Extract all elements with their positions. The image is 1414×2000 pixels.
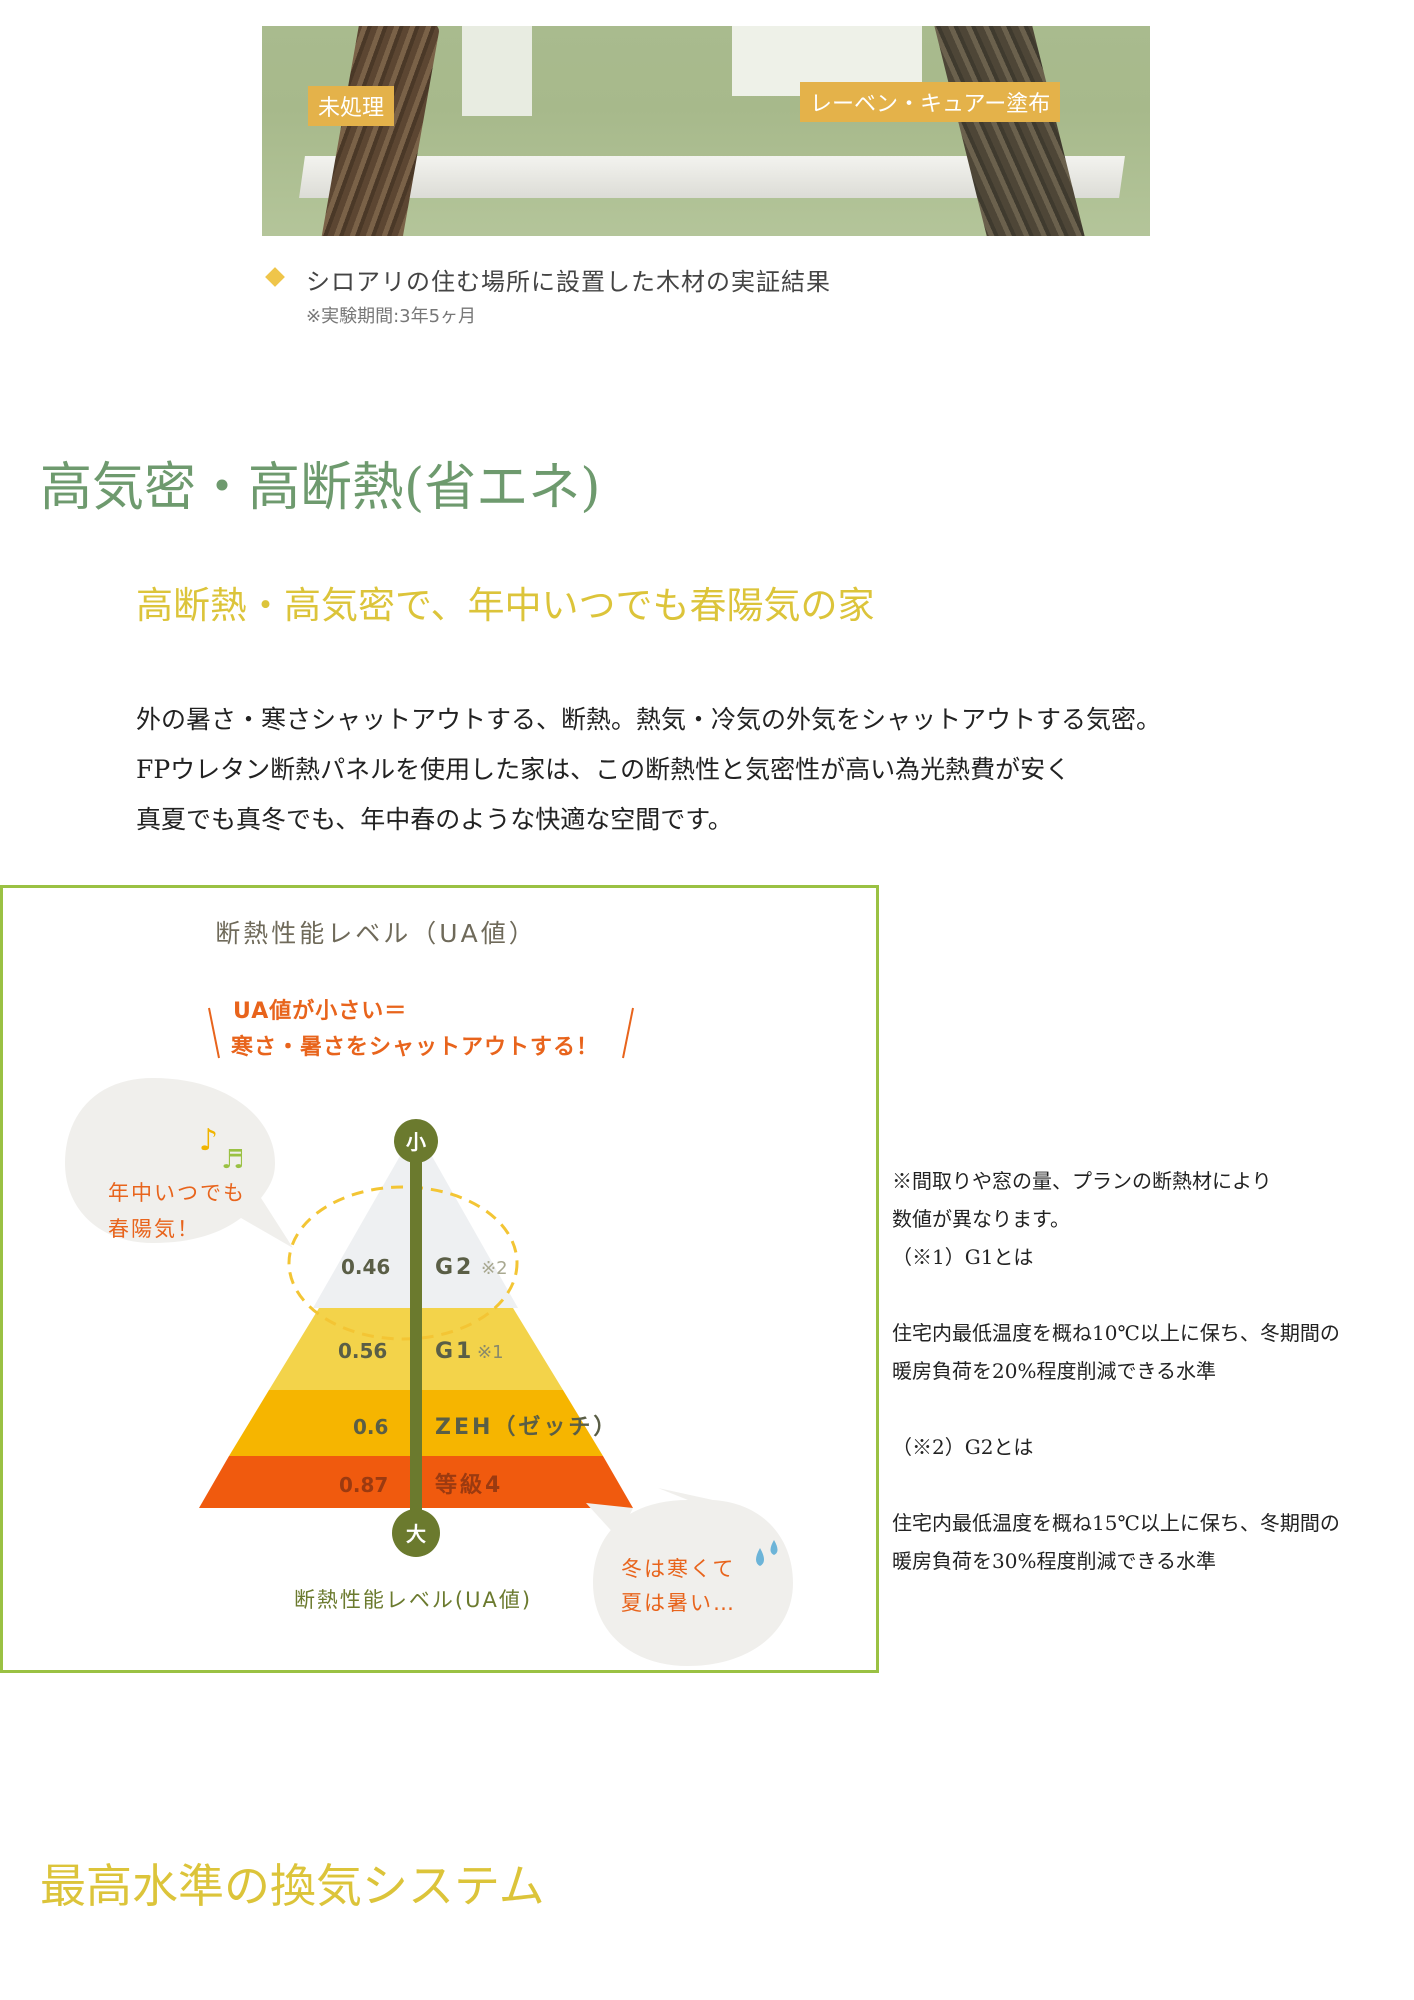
note-line: 暖房負荷を30%程度削減できる水準 (892, 1549, 1217, 1573)
callout-slash-right (622, 1007, 634, 1059)
photo-paper-left (462, 26, 532, 116)
callout-line-2: 寒さ・暑さをシャットアウトする！ (231, 1034, 599, 1060)
body-line: 外の暑さ・寒さシャットアウトする、断熱。熱気・冷気の外気をシャットアウトする気密… (136, 705, 1162, 734)
music-note-icon: ♪ (199, 1123, 218, 1158)
diagram-svg: 断熱性能レベル（UA値） UA値が小さい＝ 寒さ・暑さをシャットアウトする！ 小… (65, 919, 793, 1666)
axis-bottom-label: 大 (406, 1522, 426, 1546)
bubble-good-line-1: 年中いつでも (108, 1181, 246, 1205)
level-name-zeh: ZEH（ゼッチ） (435, 1415, 618, 1440)
body-paragraph: 外の暑さ・寒さシャットアウトする、断熱。熱気・冷気の外気をシャットアウトする気密… (136, 695, 1161, 845)
level-name-g2: G2 (435, 1255, 474, 1280)
diagram-notes: ※間取りや窓の量、プランの断熱材により 数値が異なります。 （※1）G1とは 住… (892, 1162, 1407, 1580)
axis-bottom-circle (392, 1509, 440, 1557)
level-value-grade4: 0.87 (339, 1473, 388, 1497)
ventilation-section-title: 最高水準の換気システム (40, 1859, 545, 1913)
level-mark-g2: ※2 (481, 1258, 508, 1279)
section-title: 高気密・高断熱(省エネ) (40, 458, 601, 518)
untreated-wood (319, 26, 441, 236)
sweat-drop-icon (756, 1548, 764, 1566)
body-line: FPウレタン断熱パネルを使用した家は、この断熱性と気密性が高い為光熱費が安く (136, 755, 1071, 784)
speech-bubble-bad (593, 1488, 793, 1666)
callout-line-1: UA値が小さい＝ (233, 998, 407, 1024)
axis-top-label: 小 (406, 1130, 426, 1154)
diagram-bottom-label: 断熱性能レベル(UA値) (294, 1588, 532, 1612)
speech-bubble-good (65, 1078, 293, 1248)
caption-main: シロアリの住む場所に設置した木材の実証結果 (306, 268, 831, 296)
section-subtitle: 高断熱・高気密で、年中いつでも春陽気の家 (136, 584, 875, 627)
axis-top-circle (394, 1119, 438, 1163)
g2-highlight-ellipse (287, 1185, 519, 1341)
note-line: 数値が異なります。 (892, 1207, 1070, 1231)
callout-slash-left (208, 1007, 220, 1059)
note-line: （※2）G2とは (892, 1435, 1034, 1459)
caption-sub: ※実験期間:3年5ヶ月 (306, 306, 477, 327)
note-line (892, 1276, 1407, 1314)
note-line (892, 1390, 1407, 1428)
note-line: ※間取りや窓の量、プランの断熱材により (892, 1169, 1272, 1193)
note-line: 住宅内最低温度を概ね15℃以上に保ち、冬期間の (892, 1511, 1340, 1535)
sweat-drop-icon (770, 1540, 778, 1555)
music-note-icon: ♬ (221, 1145, 244, 1175)
level-value-g2: 0.46 (341, 1255, 390, 1279)
note-line: 暖房負荷を20%程度削減できる水準 (892, 1359, 1217, 1383)
insulation-level-diagram: 断熱性能レベル（UA値） UA値が小さい＝ 寒さ・暑さをシャットアウトする！ 小… (0, 885, 879, 1673)
level-mark-g1: ※1 (477, 1342, 504, 1363)
body-line: 真夏でも真冬でも、年中春のような快適な空間です。 (136, 805, 733, 834)
note-line: 住宅内最低温度を概ね10℃以上に保ち、冬期間の (892, 1321, 1340, 1345)
level-name-grade4: 等級4 (435, 1472, 503, 1498)
termite-test-photo: 未処理 レーベン・キュアー塗布 (262, 26, 1150, 236)
bubble-good-line-2: 春陽気！ (108, 1217, 200, 1241)
bubble-bad-line-1: 冬は寒くて (621, 1557, 735, 1581)
level-value-zeh: 0.6 (353, 1415, 388, 1439)
diamond-bullet-icon (265, 267, 285, 287)
label-untreated: 未処理 (308, 86, 395, 126)
treated-wood (933, 26, 1086, 236)
diagram-title: 断熱性能レベル（UA値） (215, 919, 536, 948)
note-line: （※1）G1とは (892, 1245, 1034, 1269)
note-line (892, 1466, 1407, 1504)
level-name-g1: G1 (435, 1339, 474, 1364)
label-treated: レーベン・キュアー塗布 (800, 82, 1061, 122)
bubble-bad-line-2: 夏は暑い… (621, 1591, 736, 1615)
level-value-g1: 0.56 (338, 1339, 387, 1363)
speech-bubble-bad-tail (586, 1503, 633, 1538)
